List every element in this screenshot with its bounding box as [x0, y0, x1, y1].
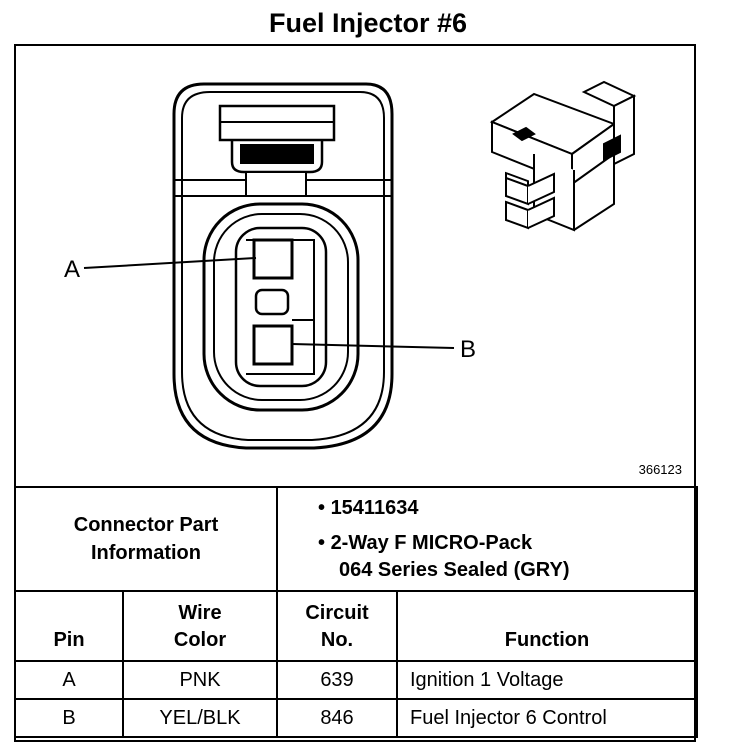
pin-cell: B	[14, 698, 124, 738]
pin-cavity-a	[252, 238, 294, 280]
connector-part-info-label: Connector Part Information	[14, 486, 278, 592]
header-circuit-no: Circuit No.	[276, 590, 398, 662]
part-description-line2: 064 Series Sealed (GRY)	[339, 558, 570, 581]
part-info-label-line1: Connector Part	[73, 514, 219, 536]
pin-label-a: A	[64, 256, 80, 283]
pin-cell: A	[14, 660, 124, 700]
connector-housing-inner	[181, 91, 385, 441]
table-header-row: Pin Wire Color Circuit No. Function	[14, 590, 698, 662]
table-row: A PNK 639 Ignition 1 Voltage	[14, 660, 698, 700]
part-info-row: Connector Part Information • 15411634 • …	[14, 486, 698, 592]
function-cell: Fuel Injector 6 Control	[396, 698, 698, 738]
connector-isometric-view	[489, 80, 637, 232]
pin-cavity-b	[252, 324, 294, 366]
pin-label-b: B	[460, 336, 476, 363]
part-info-label-line2: Information	[91, 542, 201, 564]
bullet-icon: •	[318, 496, 331, 519]
wire-color-cell: PNK	[122, 660, 278, 700]
part-description-line1: 2-Way F MICRO-Pack	[330, 531, 533, 554]
wire-color-cell: YEL/BLK	[122, 698, 278, 738]
header-pin: Pin	[14, 590, 124, 662]
callout-line-a	[83, 257, 257, 269]
circuit-cell: 639	[276, 660, 398, 700]
header-function: Function	[396, 590, 698, 662]
connector-part-info-values: • 15411634 • 2-Way F MICRO-Pack 064 Seri…	[276, 486, 698, 592]
connector-info-table: Connector Part Information • 15411634 • …	[14, 486, 698, 738]
page-title: Fuel Injector #6	[268, 8, 468, 38]
callout-line-b	[291, 343, 455, 349]
part-number: 15411634	[330, 496, 419, 519]
connector-face-view	[172, 82, 394, 450]
cavity-outer	[202, 202, 360, 412]
bullet-icon: •	[318, 531, 331, 554]
table-row: B YEL/BLK 846 Fuel Injector 6 Control	[14, 698, 698, 738]
function-cell: Ignition 1 Voltage	[396, 660, 698, 700]
connector-diagram: A B	[64, 80, 637, 450]
circuit-cell: 846	[276, 698, 398, 738]
figure-id: 366123	[638, 462, 682, 477]
cavity-inner	[213, 213, 349, 401]
pin-cavity-center	[254, 288, 290, 316]
header-wire-color: Wire Color	[122, 590, 278, 662]
connector-housing-outer	[172, 82, 394, 450]
diagram-frame	[14, 44, 696, 742]
